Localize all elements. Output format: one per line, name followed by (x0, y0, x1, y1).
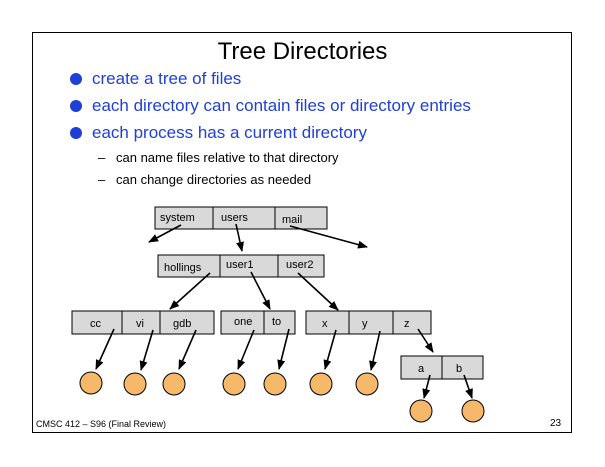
pointer-arrow-mail (289, 225, 368, 249)
pointer-arrow-gdb (178, 329, 197, 370)
file-node-icon (79, 371, 103, 395)
bullet-1: create a tree of files (70, 69, 241, 89)
file-node-icon (309, 372, 333, 396)
pointer-arrow-cc (95, 328, 115, 370)
dir-label-hollings: hollings (164, 262, 202, 274)
file-node-icon (461, 399, 485, 423)
pointer-arrow-hollings (169, 272, 211, 310)
dir-label-a: a (418, 363, 425, 375)
dir-label-b: b (456, 363, 462, 375)
pointer-arrow-users (235, 223, 244, 252)
pointer-arrow-x (323, 329, 337, 370)
dir-label-x: x (322, 318, 328, 330)
slide-title: Tree Directories (217, 38, 388, 65)
dir-label-user1: user1 (226, 259, 254, 271)
bullet-3: each process has a current directory (70, 123, 367, 143)
pointer-arrow-a (422, 374, 431, 399)
dash-icon: – (98, 172, 106, 187)
dir-label-user2: user2 (286, 259, 314, 271)
file-node-icon (222, 372, 246, 396)
sub-bullet-1: –can name files relative to that directo… (98, 150, 339, 165)
pointer-arrow-user1 (250, 271, 271, 310)
pointer-arrow-vi (139, 329, 154, 371)
file-node-icon (162, 372, 186, 396)
pointer-arrow-b (463, 374, 473, 399)
dir-label-one: one (234, 316, 252, 328)
dir-cell-b (441, 355, 484, 380)
dir-label-gdb: gdb (173, 318, 191, 330)
sub-bullet-text: can name files relative to that director… (116, 150, 339, 165)
file-node-icon (355, 372, 379, 396)
bullet-dot-icon (70, 127, 82, 139)
bullet-text: each process has a current directory (92, 123, 367, 142)
dir-label-y: y (362, 318, 368, 330)
sub-bullet-text: can change directories as needed (116, 172, 312, 187)
bullet-dot-icon (70, 100, 82, 112)
dir-cell-y (348, 310, 394, 335)
bullet-text: each directory can contain files or dire… (92, 96, 471, 115)
pointer-arrow-z (417, 328, 434, 353)
slide-frame (32, 32, 572, 433)
dir-cell-z (392, 310, 432, 335)
page-number: 23 (550, 418, 562, 429)
bullet-2: each directory can contain files or dire… (70, 96, 471, 116)
dir-cell-to (263, 310, 296, 335)
dir-label-mail: mail (282, 214, 302, 226)
file-node-icon (123, 372, 147, 396)
dir-cell-gdb (159, 310, 215, 335)
dir-label-z: z (404, 318, 410, 330)
pointer-arrow-one (237, 329, 255, 370)
pointer-arrow-to (277, 328, 290, 370)
bullet-dot-icon (70, 73, 82, 85)
pointer-arrow-user2 (297, 272, 339, 311)
bullet-text: create a tree of files (92, 69, 242, 88)
slide-footer: CMSC 412 – S96 (Final Review) (36, 419, 167, 429)
dir-label-cc: cc (90, 318, 102, 330)
file-node-icon (409, 399, 433, 423)
dash-icon: – (98, 150, 106, 165)
sub-bullet-2: –can change directories as needed (98, 172, 311, 187)
dir-label-vi: vi (136, 318, 144, 330)
dir-cell-user2 (277, 254, 325, 278)
dir-label-users: users (221, 212, 248, 224)
dir-label-system: system (160, 212, 195, 224)
dir-cell-x (305, 310, 350, 335)
dir-label-to: to (272, 316, 281, 328)
pointer-arrow-y (369, 330, 381, 371)
pointer-arrow-system (148, 224, 182, 243)
file-node-icon (263, 372, 287, 396)
